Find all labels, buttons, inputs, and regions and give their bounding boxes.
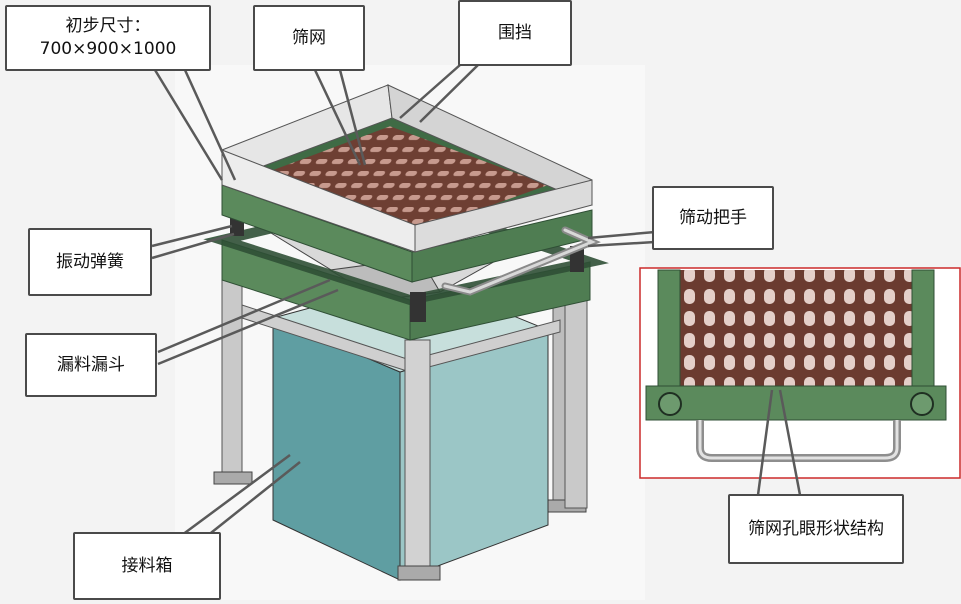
- leader-handle: [587, 230, 656, 248]
- size-line-1: 初步尺寸：: [65, 16, 151, 37]
- callout-funnel: 漏料漏斗: [25, 333, 157, 397]
- front-leg-foot: [397, 565, 441, 581]
- callout-handle: 筛动把手: [652, 186, 774, 250]
- mesh-detail-frame-left: [657, 269, 681, 391]
- callout-size: 初步尺寸： 700×900×1000: [5, 5, 211, 71]
- callout-screen: 筛网: [253, 5, 365, 71]
- callout-hole-structure: 筛网孔眼形状结构: [728, 494, 904, 564]
- leader-guard: [399, 64, 479, 123]
- callout-spring: 振动弹簧: [28, 228, 152, 296]
- mesh-detail-handle-core: [698, 420, 899, 460]
- mesh-detail-frame-bottom: [645, 385, 947, 421]
- front-leg: [404, 339, 431, 576]
- shaker-handle-core: [443, 228, 596, 294]
- left-leg-foot: [213, 471, 253, 485]
- mesh-detail-grid: [670, 270, 920, 388]
- mesh-detail-frame-right: [911, 269, 935, 391]
- leader-hole: [756, 389, 802, 496]
- leader-lines: [151, 64, 802, 549]
- callout-guard: 围挡: [458, 0, 572, 66]
- spring-front: [410, 292, 426, 322]
- mesh-detail-bolt-left: [658, 392, 682, 416]
- leader-size: [153, 69, 237, 181]
- leader-funnel: [157, 278, 339, 366]
- guard-wall-side: [414, 179, 593, 253]
- leader-screen: [313, 69, 367, 166]
- callout-bin: 接料箱: [73, 532, 221, 600]
- mesh-detail-bolt-right: [910, 392, 934, 416]
- size-line-2: 700×900×1000: [39, 39, 177, 59]
- leader-spring: [151, 224, 235, 260]
